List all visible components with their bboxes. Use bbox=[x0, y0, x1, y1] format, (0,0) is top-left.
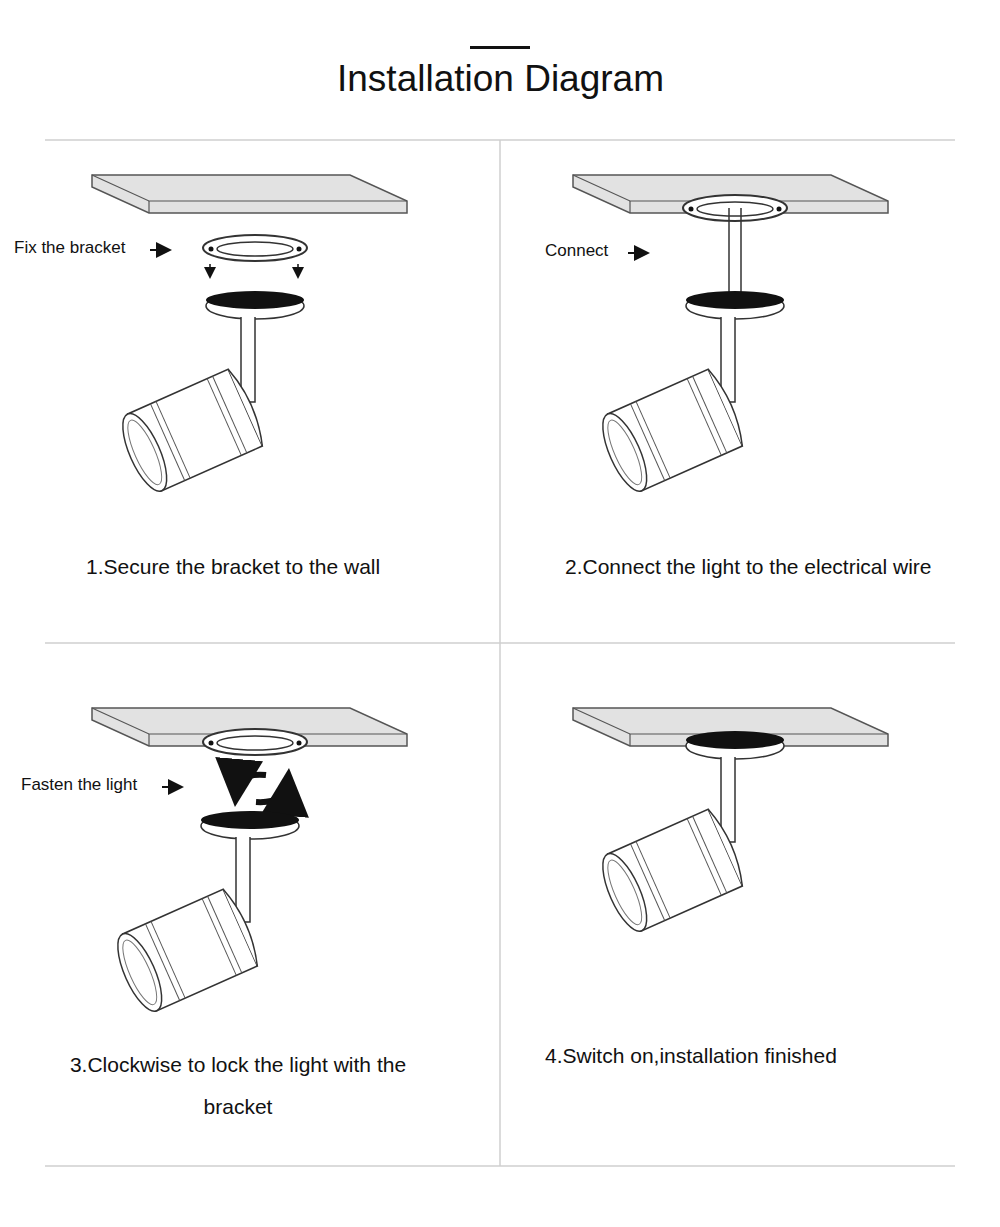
step-caption: 1.Secure the bracket to the wall bbox=[86, 555, 380, 579]
step-label: Fix the bracket bbox=[14, 238, 126, 258]
step-caption: 2.Connect the light to the electrical wi… bbox=[565, 555, 932, 579]
step-label: Connect bbox=[545, 241, 608, 261]
step-caption: 3.Clockwise to lock the light with the b… bbox=[58, 1044, 418, 1128]
diagram-title: Installation Diagram bbox=[337, 58, 664, 100]
step-caption: 4.Switch on,installation finished bbox=[545, 1044, 837, 1068]
step-label: Fasten the light bbox=[21, 775, 137, 795]
